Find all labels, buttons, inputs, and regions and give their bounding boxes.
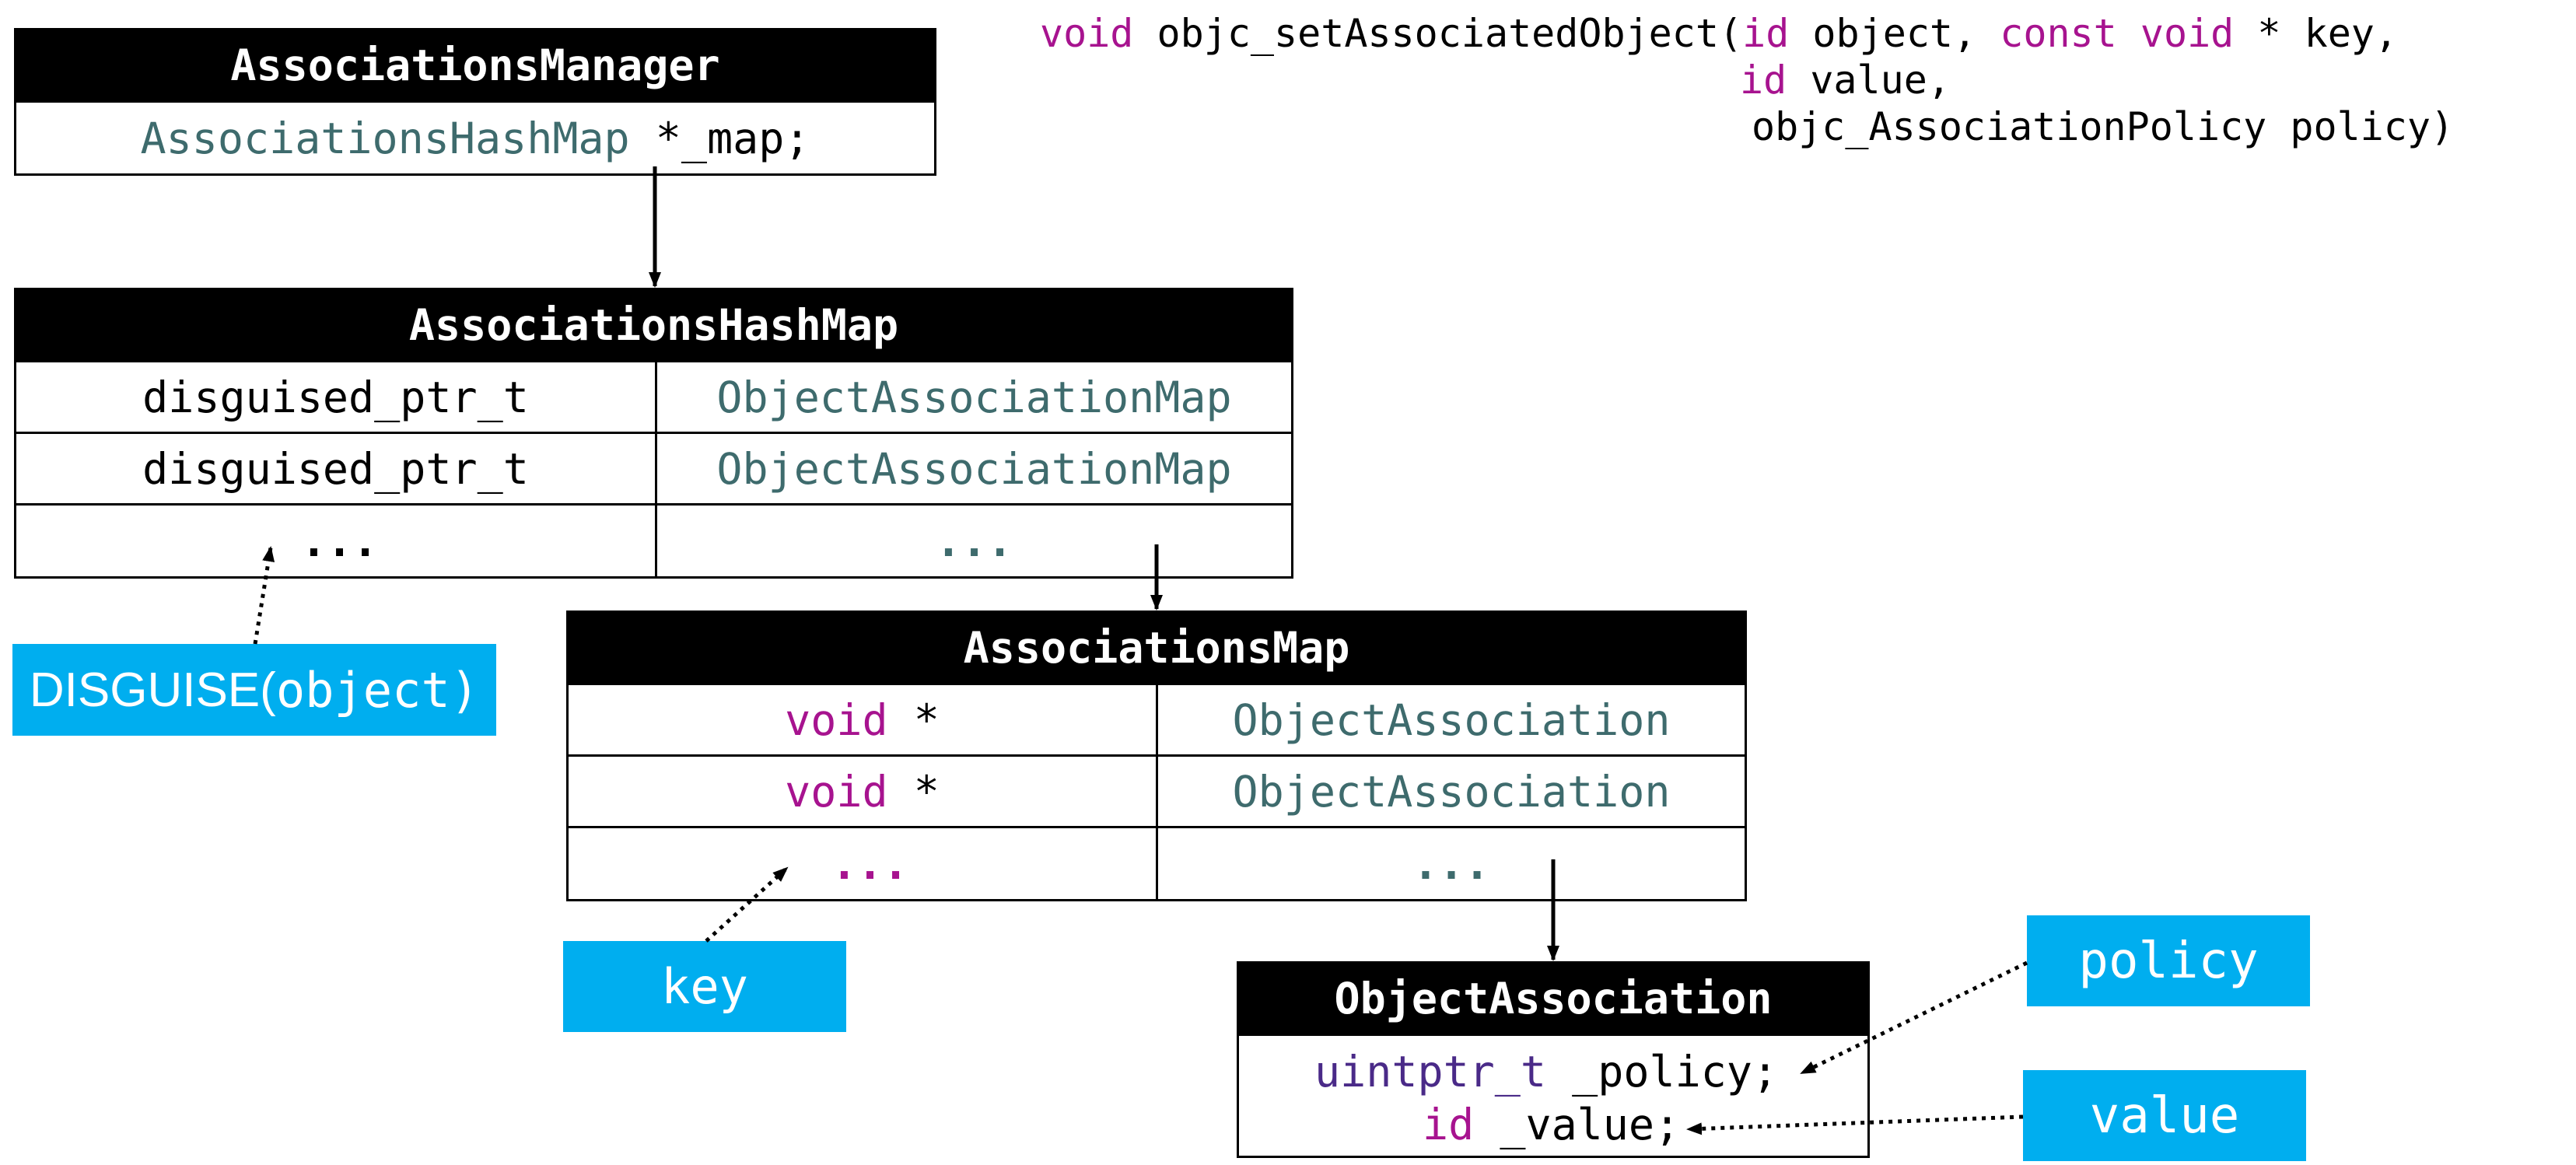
associations-map-title: AssociationsMap (963, 623, 1350, 673)
policy-type: uintptr_t (1314, 1047, 1547, 1097)
hashmap-value-cell: ... (655, 503, 1293, 579)
signature-function-name: objc_setAssociatedObject( (1133, 11, 1743, 56)
object-association-title: ObjectAssociation (1334, 974, 1773, 1023)
hashmap-key-cell: disguised_ptr_t (14, 360, 657, 434)
disguise-label: DISGUISE(object) (12, 644, 496, 736)
hashmap-value-cell: ObjectAssociationMap (655, 360, 1293, 434)
signature-param: objc_AssociationPolicy policy) (1752, 104, 2455, 149)
object-association-body: uintptr_t _policy; id _value; (1237, 1034, 1870, 1158)
hashmap-key: ... (300, 516, 379, 566)
assocmap-value: ObjectAssociation (1232, 694, 1671, 745)
associations-manager-header: AssociationsManager (14, 28, 936, 103)
key-label: key (563, 941, 846, 1032)
signature-keyword: id (1742, 11, 1790, 56)
key-to-assocmap-key-arrow (705, 866, 789, 943)
assocmap-value-cell: ObjectAssociation (1156, 754, 1747, 828)
policy-field: _policy; (1546, 1047, 1779, 1097)
value-field: _value; (1474, 1100, 1681, 1149)
associations-hashmap-title: AssociationsHashMap (408, 300, 899, 350)
disguise-prefix: DISGUISE( (29, 663, 276, 717)
policy-label-text: policy (2078, 932, 2259, 990)
assocmap-key-cell: ... (566, 826, 1158, 901)
field-type: AssociationsHashMap (140, 113, 630, 163)
assocmap-key-keyword: ... (831, 838, 909, 889)
signature-line-3: objc_AssociationPolicy policy) (1752, 104, 2454, 149)
signature-param: * key, (2234, 11, 2398, 56)
policy-label: policy (2027, 915, 2310, 1006)
disguise-arg: object) (275, 661, 480, 719)
assocmap-key-keyword: void (785, 694, 888, 745)
associations-hashmap-header: AssociationsHashMap (14, 288, 1293, 362)
hashmap-key: disguised_ptr_t (142, 372, 529, 422)
signature-keyword: id (1740, 58, 1787, 103)
hashmap-value: ObjectAssociationMap (716, 443, 1232, 494)
signature-line-1: void objc_setAssociatedObject(id object,… (1040, 11, 2398, 56)
value-type: id (1423, 1100, 1475, 1149)
hashmap-key-cell: ... (14, 503, 657, 579)
object-association-line-2: id _value; (1423, 1100, 1680, 1149)
value-to-field-arrow (1686, 1114, 2024, 1135)
assocmap-value: ObjectAssociation (1232, 766, 1671, 817)
signature-line-2: id value, (1740, 58, 1951, 103)
assocmap-key-keyword: void (785, 766, 888, 817)
signature-keyword: const void (2000, 11, 2235, 56)
value-label-text: value (2089, 1086, 2240, 1145)
assocmap-value: ... (1412, 838, 1490, 889)
field-name: *_map; (629, 113, 810, 163)
disguise-to-key-arrow (253, 546, 275, 645)
object-association-line-1: uintptr_t _policy; (1314, 1047, 1778, 1097)
value-label: value (2023, 1070, 2306, 1161)
signature-param: object, (1789, 11, 2000, 56)
key-label-text: key (661, 958, 748, 1015)
assocmap-key-rest: * (887, 694, 940, 745)
associations-manager-field: AssociationsHashMap *_map; (14, 100, 936, 176)
associations-manager-title: AssociationsManager (230, 40, 720, 90)
hashmap-key: disguised_ptr_t (142, 443, 529, 494)
policy-to-field-arrow (1800, 960, 2028, 1076)
signature-keyword: void (1040, 11, 1134, 56)
signature-param: value, (1787, 58, 1951, 103)
assocmap-value-cell: ... (1156, 826, 1747, 901)
hashmap-value: ... (935, 516, 1013, 566)
assocmap-key-rest: * (887, 766, 940, 817)
assocmap-key-cell: void * (566, 754, 1158, 828)
object-association-header: ObjectAssociation (1237, 961, 1870, 1036)
hashmap-value: ObjectAssociationMap (716, 372, 1232, 422)
associations-map-header: AssociationsMap (566, 610, 1747, 685)
